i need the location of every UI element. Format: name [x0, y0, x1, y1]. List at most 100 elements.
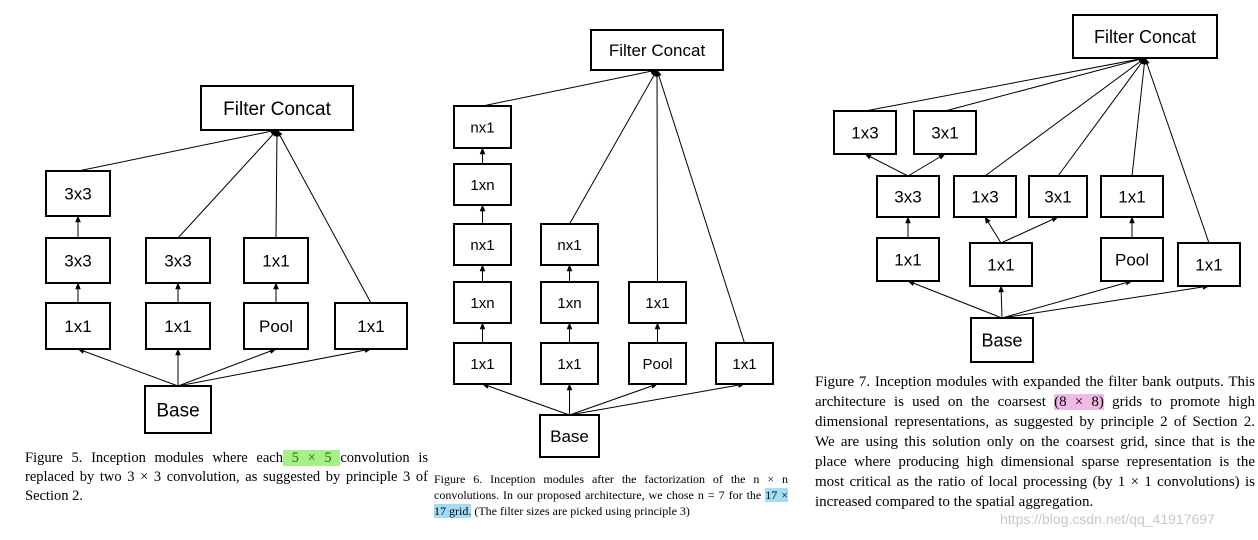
figure7-box-b1-3x1	[913, 110, 977, 155]
figure7-edge-0	[907, 280, 1003, 319]
figure7-box-b2-1x3	[953, 175, 1017, 218]
figure5-edge-10	[274, 129, 280, 239]
figure7-box-b4-1x1	[1177, 242, 1241, 287]
figure5-box-b2-1x1	[145, 302, 211, 350]
figure6-box-b1-1x1	[453, 342, 512, 385]
figure6-box-b1-nx1	[453, 223, 512, 266]
figure6-edge-3	[569, 382, 746, 416]
figure7-edge-11	[944, 56, 1146, 112]
figure6-edge-0	[481, 383, 570, 416]
figure7-caption-highlight: (8 × 8)	[1054, 394, 1104, 410]
figure6-edge-14	[656, 69, 745, 344]
figure7-edge-8	[1000, 216, 1059, 244]
figure5-box-b4-1x1	[334, 302, 408, 350]
figure5-box-b1-3x3	[45, 237, 111, 284]
figure7-label-b3-1x1: 1x1	[1118, 188, 1145, 207]
figure6-box-b4-1x1	[715, 342, 774, 385]
figure7-edge-1	[998, 285, 1004, 319]
figure7-box-concat	[1072, 14, 1218, 59]
figure6-box-b3-pool	[628, 342, 687, 385]
figure6-label-base: Base	[550, 427, 589, 446]
figure7-caption: Figure 7. Inception modules with expande…	[815, 374, 1256, 510]
figure7-edge-13	[1057, 57, 1146, 177]
figure5-label-b3-1x1: 1x1	[262, 252, 289, 271]
figure5-edge-2	[177, 348, 277, 387]
figure5-caption: Figure 5. Inception modules where each 5…	[25, 450, 428, 504]
figure6-box-b1-nx1-top	[453, 105, 512, 149]
figure7-label-b1-3x1: 3x1	[931, 124, 958, 143]
figure7-box-b3-pool	[1100, 237, 1164, 282]
figure7-label-b2-3x1: 3x1	[1044, 188, 1071, 207]
figure5-label-b1-3x3-top: 3x3	[64, 185, 91, 204]
figure7-edge-3	[1001, 284, 1210, 319]
figure5-label-base: Base	[156, 400, 199, 421]
figure6-label-b1-1xn: 1xn	[470, 295, 494, 312]
figure7-edge-14	[1131, 57, 1148, 177]
figure6-edge-13	[654, 69, 660, 283]
figure7-label-b2-1x3: 1x3	[971, 188, 998, 207]
figure7-box-b1-1x3	[833, 110, 897, 155]
figure7-label-b4-1x1: 1x1	[1195, 256, 1222, 275]
figure6-box-concat	[590, 29, 724, 71]
figure5-box-b2-3x3	[145, 237, 211, 284]
watermark: https://blog.csdn.net/qq_41917697	[1000, 511, 1215, 527]
figure6-label-b1-nx1-top: nx1	[470, 119, 494, 136]
figure5-label-b2-1x1: 1x1	[164, 317, 191, 336]
figure7-label-concat: Filter Concat	[1094, 27, 1196, 47]
figure6-label-b1-nx1: nx1	[470, 237, 494, 254]
figure6-label-b4-1x1: 1x1	[732, 356, 756, 373]
figure5-label-b4-1x1: 1x1	[357, 317, 384, 336]
figure7-edge-10	[864, 56, 1146, 112]
figure5-box-b1-1x1	[45, 302, 111, 350]
figure7-label-b3-pool: Pool	[1115, 251, 1149, 270]
figure6-label-b2-1xn: 1xn	[557, 295, 581, 312]
figure7-edge-5	[864, 153, 909, 177]
figure5-caption-highlight: 5 × 5	[282, 450, 341, 466]
figure5-label-b1-3x3: 3x3	[64, 252, 91, 271]
figure7-box-b3-1x1	[1100, 175, 1164, 218]
figure5-label-b1-1x1: 1x1	[64, 317, 91, 336]
figure7-label-b2-1x1: 1x1	[987, 256, 1014, 275]
figure6-label-b3-pool: Pool	[642, 356, 672, 373]
figure7-label-base: Base	[981, 330, 1022, 350]
figure5-edge-9	[177, 129, 278, 239]
figure7-edge-6	[907, 153, 946, 177]
figure7-box-b1-3x3	[876, 175, 940, 218]
figure7-edge-2	[1001, 280, 1133, 319]
figure6-caption: Figure 6. Inception modules after the fa…	[434, 472, 788, 518]
figure6-diagram: Filter Concatnx11xnnx11xn1x1nx11xn1x11x1…	[453, 29, 774, 458]
figure6-box-b3-1x1	[628, 281, 687, 324]
figure6-label-b2-nx1: nx1	[557, 237, 581, 254]
figure6-label-b2-1x1: 1x1	[557, 356, 581, 373]
figure7-label-b1-1x1: 1x1	[894, 251, 921, 270]
figure6-box-b1-1xn	[453, 281, 512, 324]
figure7-box-b1-1x1	[876, 237, 940, 282]
figure6-edge-12	[569, 69, 658, 225]
figure5-edge-0	[77, 348, 179, 387]
figure7-box-base	[970, 317, 1034, 363]
figure5-box-b1-3x3-top	[45, 170, 111, 217]
figure6-edge-11	[482, 68, 658, 107]
figure6-box-b2-1x1	[540, 342, 599, 385]
figure6-label-b3-1x1: 1x1	[645, 295, 669, 312]
figure6-box-base	[539, 414, 600, 458]
figure7-label-b1-3x3: 3x3	[894, 188, 921, 207]
figure5-box-b3-pool	[243, 302, 309, 350]
figure6-box-b2-1xn	[540, 281, 599, 324]
figure5-label-concat: Filter Concat	[223, 99, 331, 120]
figure5-box-b3-1x1	[243, 237, 309, 284]
figure6-label-b1-1xn-top: 1xn	[470, 177, 494, 194]
figure5-edge-3	[177, 347, 372, 387]
figure6-box-b2-nx1	[540, 223, 599, 266]
figure7-edge-7	[984, 216, 1002, 244]
figure6-label-b1-1x1: 1x1	[470, 356, 494, 373]
figure6-box-b1-1xn-top	[453, 163, 512, 206]
figure7-edge-12	[984, 57, 1146, 177]
figure5-label-b2-3x3: 3x3	[164, 252, 191, 271]
figure7-box-b2-1x1	[969, 242, 1033, 287]
figure7-label-b1-1x3: 1x3	[851, 124, 878, 143]
figure7-box-b2-3x1	[1028, 175, 1088, 218]
